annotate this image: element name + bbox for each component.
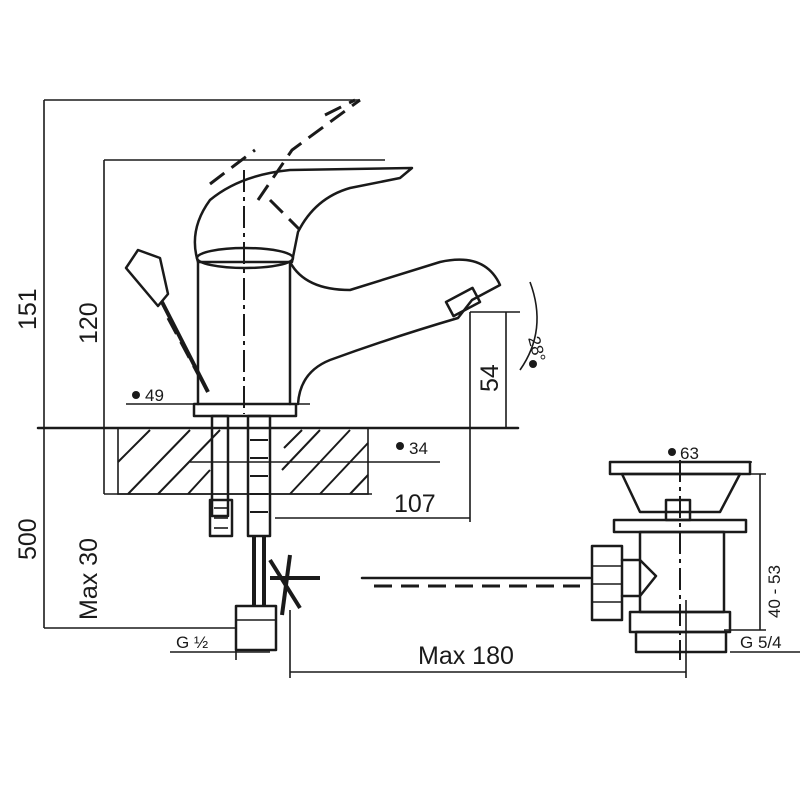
faucet-body: [192, 98, 538, 418]
diameter-dot-icon: [668, 448, 676, 456]
max-rod-distance-label: Max 180: [418, 642, 514, 670]
diameter-dot-icon: [529, 360, 537, 368]
drain-assembly: [590, 460, 752, 660]
diameter-dot-icon: [396, 442, 404, 450]
spout-reach-label: 107: [394, 490, 436, 518]
aerator-angle-label: 28°: [524, 334, 549, 364]
drain-thread-label: G 5/4: [740, 633, 782, 652]
mount-hole-diameter-label: 34: [409, 439, 428, 458]
base-diameter-label: 49: [145, 386, 164, 405]
inlet-thread-label: G ½: [176, 633, 208, 652]
max-counter-thickness-label: Max 30: [75, 538, 103, 620]
mounting-hardware: [208, 414, 320, 652]
hose-length-label: 500: [14, 518, 42, 560]
diameter-symbols: [132, 360, 676, 456]
drain-cap-diameter-label: 63: [680, 444, 699, 463]
countertop-section: [117, 427, 369, 495]
popup-rod: [360, 576, 592, 588]
diameter-dot-icon: [132, 391, 140, 399]
drain-adjust-range-label: 40 - 53: [765, 565, 784, 618]
height-total-label: 151: [14, 288, 42, 330]
popup-rod-handle: [124, 248, 210, 393]
height-spout-label: 120: [75, 302, 103, 344]
spout-drop-label: 54: [476, 364, 504, 392]
